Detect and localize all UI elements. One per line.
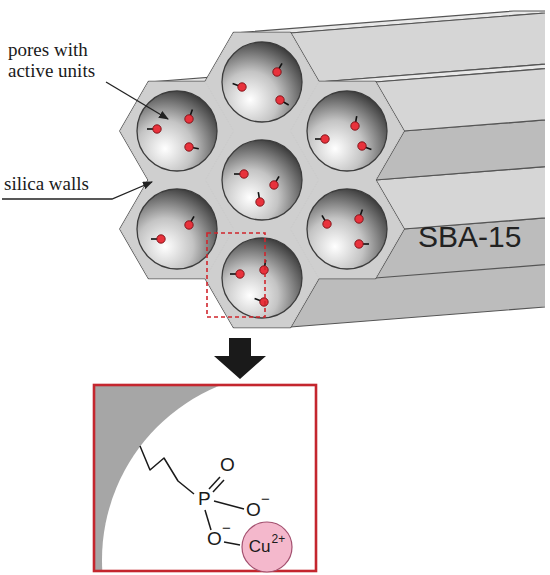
alkyl-chain <box>140 446 194 494</box>
front-face <box>120 33 403 327</box>
down-arrow <box>214 338 266 379</box>
double-bond <box>213 480 224 492</box>
active-unit <box>256 198 264 206</box>
sba15-prism <box>120 11 550 327</box>
active-unit <box>153 125 161 133</box>
active-unit <box>273 68 281 76</box>
active-unit <box>238 83 246 91</box>
pore <box>307 189 387 269</box>
copper-ion: Cu2+ <box>241 521 293 573</box>
single-bond <box>205 510 211 530</box>
charge-sign: − <box>222 520 231 535</box>
atom-symbol: P <box>198 488 211 510</box>
tube-face <box>375 60 545 131</box>
active-unit <box>185 115 193 123</box>
annotation: silica walls <box>4 174 89 195</box>
active-unit <box>260 298 268 306</box>
atom-symbol: O <box>246 499 261 521</box>
pores <box>137 42 387 318</box>
ion-circle-shape <box>242 522 292 572</box>
material-name: SBA-15 <box>418 220 521 255</box>
charge-sign: − <box>261 491 270 506</box>
ionic-bond <box>224 542 240 545</box>
pore <box>137 189 217 269</box>
active-unit <box>321 135 329 143</box>
ion-symbol: Cu <box>249 537 271 557</box>
active-unit <box>276 96 284 104</box>
pore <box>222 42 302 122</box>
single-bond <box>214 501 244 509</box>
pore <box>307 91 387 171</box>
active-unit <box>185 143 193 151</box>
active-unit <box>358 142 366 150</box>
leader-line <box>106 82 168 119</box>
active-unit <box>355 215 363 223</box>
active-unit <box>355 240 363 248</box>
active-unit <box>260 266 268 274</box>
atom-symbol: O <box>207 528 222 550</box>
active-unit <box>157 235 165 243</box>
annotation: pores with active units <box>8 40 120 82</box>
pore <box>222 238 302 318</box>
ion-charge: 2+ <box>272 532 286 546</box>
active-unit <box>240 170 248 178</box>
front-wall <box>205 131 318 229</box>
active-unit <box>236 270 244 278</box>
pore-space <box>102 385 316 571</box>
active-unit <box>185 221 193 229</box>
inset-frame <box>94 385 316 571</box>
active-unit <box>323 220 331 228</box>
pore <box>137 91 217 171</box>
inset-view <box>94 385 316 571</box>
zoom-marker <box>207 233 265 317</box>
atom-symbol: O <box>220 454 235 476</box>
active-unit <box>270 181 278 189</box>
active-unit <box>351 122 359 130</box>
pore <box>222 140 302 220</box>
